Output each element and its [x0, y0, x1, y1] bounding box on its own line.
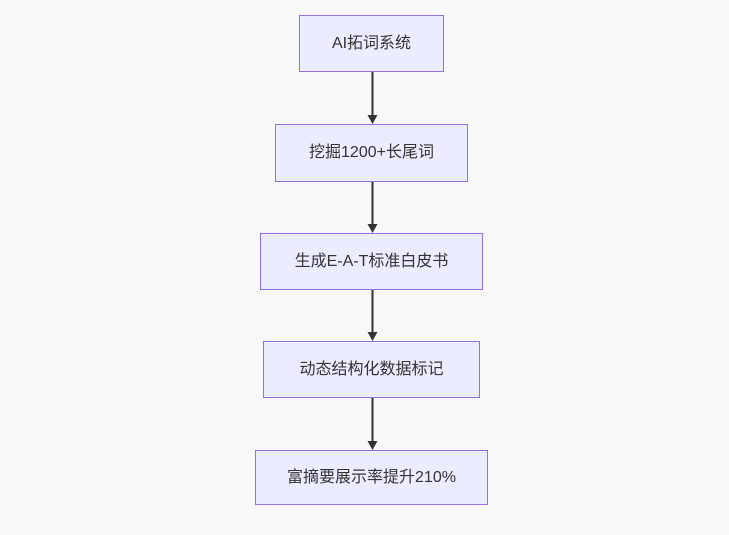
flow-node-rich-snippet-rate-up-210: 富摘要展示率提升210% — [255, 450, 488, 505]
arrowhead-down-icon — [367, 441, 378, 450]
flow-node-dynamic-structured-data: 动态结构化数据标记 — [263, 341, 480, 398]
arrowhead-down-icon — [367, 115, 378, 124]
flow-node-label: 富摘要展示率提升210% — [287, 468, 456, 486]
flow-arrow-ai-word-expansion-system-to-mine-1200-longtail-words — [367, 72, 378, 124]
arrowhead-down-icon — [367, 224, 378, 233]
flow-node-label: 挖掘1200+长尾词 — [309, 144, 434, 162]
flow-node-label: 生成E-A-T标准白皮书 — [294, 252, 449, 270]
arrowhead-down-icon — [367, 332, 378, 341]
flow-arrow-generate-eat-whitepaper-to-dynamic-structured-data — [367, 290, 378, 341]
flow-node-generate-eat-whitepaper: 生成E-A-T标准白皮书 — [260, 233, 483, 290]
flow-arrow-mine-1200-longtail-words-to-generate-eat-whitepaper — [367, 182, 378, 233]
flow-arrow-dynamic-structured-data-to-rich-snippet-rate-up-210 — [367, 398, 378, 450]
flow-node-label: AI拓词系统 — [331, 34, 412, 52]
flow-node-mine-1200-longtail-words: 挖掘1200+长尾词 — [275, 124, 468, 182]
flow-node-label: 动态结构化数据标记 — [299, 360, 444, 378]
flow-node-ai-word-expansion-system: AI拓词系统 — [299, 15, 444, 72]
